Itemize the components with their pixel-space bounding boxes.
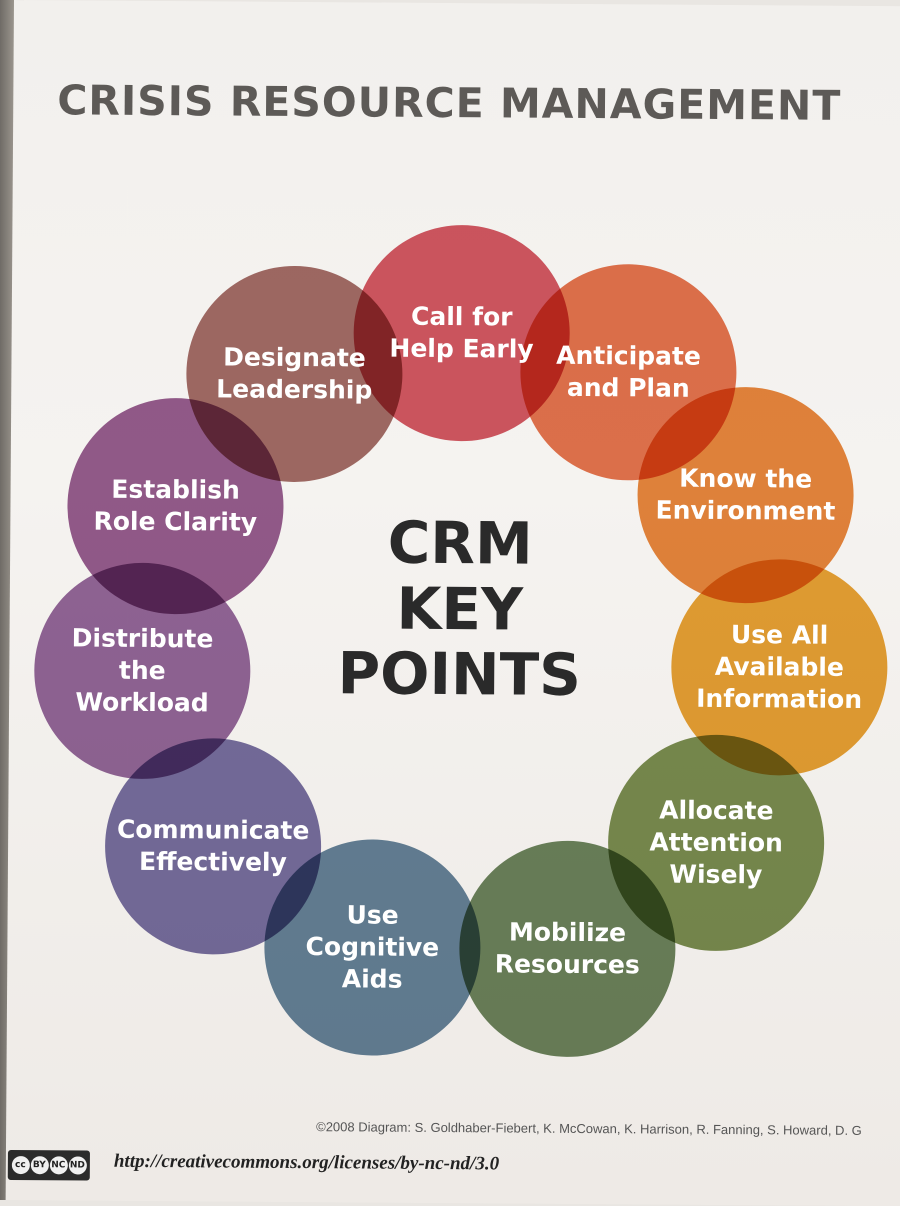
crm-circle-label: Mobilize Resources [494, 917, 640, 980]
center-title: CRM KEY POINTS [337, 508, 582, 710]
license-url: http://creativecommons.org/licenses/by-n… [113, 1150, 500, 1175]
crm-circle-label: Use All Available Information [696, 620, 863, 714]
crm-circle-label: Communicate Effectively [116, 814, 310, 877]
by-icon: BY [30, 1156, 49, 1175]
cc-icon: cc [11, 1156, 30, 1175]
crm-circle-label: Use Cognitive Aids [305, 900, 440, 994]
poster-sheet: CRISIS RESOURCE MANAGEMENT Call for Help… [5, 0, 900, 1206]
crm-circle-label: Designate Leadership [216, 342, 373, 405]
creative-commons-badge: cc BY NC ND [7, 1149, 90, 1181]
crm-circle-label: Establish Role Clarity [93, 474, 258, 537]
crm-circle-label: Anticipate and Plan [556, 340, 701, 403]
crm-circle-label: Allocate Attention Wisely [649, 795, 783, 890]
nd-icon: ND [68, 1156, 87, 1175]
nc-icon: NC [49, 1156, 68, 1175]
crm-circle-label: Distribute the Workload [71, 623, 214, 718]
crm-circle-label: Know the Environment [655, 463, 836, 526]
